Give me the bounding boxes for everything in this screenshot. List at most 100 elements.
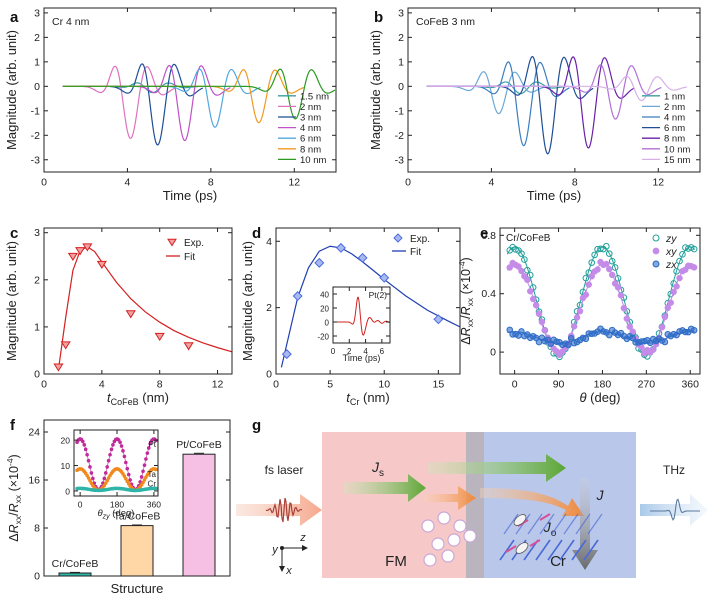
data-point-diamond (281, 349, 292, 360)
y-tick-label: 2 (266, 302, 272, 314)
y-tick-label: 0 (398, 81, 404, 93)
data-point-xy (626, 323, 634, 330)
data-point-zx (661, 338, 669, 346)
legend-marker (167, 238, 177, 247)
panel-letter-d: d (252, 225, 261, 242)
data-point-triangle (75, 247, 86, 256)
data-point-xy (585, 281, 593, 288)
data-point-xy (603, 260, 610, 268)
axis-y-dot (280, 546, 284, 550)
data-point-zy (591, 251, 598, 259)
atom-sphere (423, 553, 437, 567)
panel-letter-e: e (480, 225, 488, 242)
spin-moment (539, 513, 551, 521)
y-axis-label-part: ) (459, 257, 473, 261)
y-axis-label: Magnitude (arb. unit) (4, 30, 19, 150)
y-axis-label-part: xx (465, 297, 475, 306)
y-tick-label: 0 (325, 319, 330, 328)
x-axis-label: Time (ps) (527, 188, 581, 203)
y-axis-label: ΔRxx/Rxx (×10-4) (5, 454, 23, 541)
cr-label: Cr (550, 553, 566, 570)
plot-frame (43, 7, 337, 173)
data-point-xy (518, 267, 525, 275)
x-tick-label: 4 (125, 177, 131, 189)
inset-series-label: Pt (148, 440, 156, 449)
panel-note: Cr 4 nm (52, 16, 90, 28)
jo-symbol: J (543, 519, 552, 535)
inset-x-axis-label: θzy (deg) (98, 508, 135, 521)
lattice-line (587, 513, 603, 535)
legend-label: 4 nm (664, 113, 685, 124)
legend-label: 8 nm (664, 134, 685, 145)
fs-laser-label: fs laser (265, 463, 304, 477)
x-tick-label: 12 (652, 177, 664, 189)
y-tick-label: 0.4 (481, 288, 496, 300)
data-point-zy (605, 250, 613, 257)
data-point-triangle (67, 252, 79, 261)
inset-curve-Pt (76, 438, 157, 491)
y-tick-label: 2 (398, 32, 404, 44)
x-tick-label: 6 (380, 347, 385, 356)
y-tick-label: -1 (31, 105, 40, 117)
series-line-8nm (62, 69, 305, 124)
data-point-xy (620, 304, 628, 312)
x-tick-label: 10 (378, 379, 390, 391)
data-point-zx (567, 335, 575, 342)
data-point-xy (649, 346, 657, 353)
data-point-diamond (379, 272, 390, 283)
lattice-line (571, 539, 587, 561)
legend-marker (652, 234, 660, 242)
data-point-zx (564, 341, 572, 349)
y-tick-label: -2 (31, 130, 40, 142)
x-tick-label: 2 (347, 347, 352, 356)
y-tick-label: 8 (34, 523, 40, 535)
data-point-xy (606, 265, 613, 273)
y-axis-label-part: xx (13, 515, 23, 524)
y-axis-label-part: (×10 (459, 269, 473, 298)
y-tick-label: 0 (65, 486, 70, 496)
legend-label: Fit (410, 247, 421, 258)
y-tick-label: 10 (61, 461, 71, 471)
orbital-current-arrow (424, 486, 476, 510)
y-tick-label: 1 (398, 56, 404, 68)
y-axis-label: Magnitude (arb. unit) (4, 241, 19, 361)
interface-layer (466, 432, 484, 578)
data-point-triangle (82, 243, 93, 252)
orbital-lobe (513, 514, 527, 526)
y-axis-label-part: -4 (457, 261, 467, 269)
charge-current-arrow (572, 478, 598, 570)
legend-label: 1.5 nm (300, 91, 329, 102)
panel-letter-f: f (10, 417, 16, 434)
x-axis-label: Structure (111, 581, 164, 596)
x-tick-label: 12 (288, 177, 300, 189)
y-tick-label: 3 (34, 7, 40, 19)
legend-label: 1 nm (664, 91, 685, 102)
data-point-zy (611, 264, 619, 271)
jo-subscript: o (551, 528, 557, 539)
y-tick-label: -3 (31, 154, 40, 166)
data-point-zy (512, 246, 519, 253)
data-point-xy (532, 301, 540, 309)
x-axis-label-sub: Cr (350, 397, 360, 407)
thz-label: THz (663, 463, 685, 477)
data-point-zy (582, 274, 590, 282)
legend-label: Fit (184, 252, 195, 263)
plot-frame (499, 227, 701, 375)
x-tick-label: 8 (208, 177, 214, 189)
legend-label: 6 nm (300, 134, 321, 145)
x-tick-label: 8 (572, 177, 578, 189)
spin-moment (529, 539, 541, 547)
y-tick-label: 2 (34, 32, 40, 44)
plot-frame (73, 429, 159, 497)
data-point-zx (629, 334, 636, 342)
y-axis-label-part: Δ (459, 336, 473, 344)
y-tick-label: 0.8 (481, 230, 496, 242)
legend-label: Exp. (410, 234, 430, 245)
legend-label: 6 nm (664, 123, 685, 134)
spin-moment (505, 545, 517, 553)
series-line-2nm (426, 71, 545, 115)
x-axis-label-unit: (deg) (587, 390, 621, 405)
legend-label: zy (665, 233, 677, 245)
